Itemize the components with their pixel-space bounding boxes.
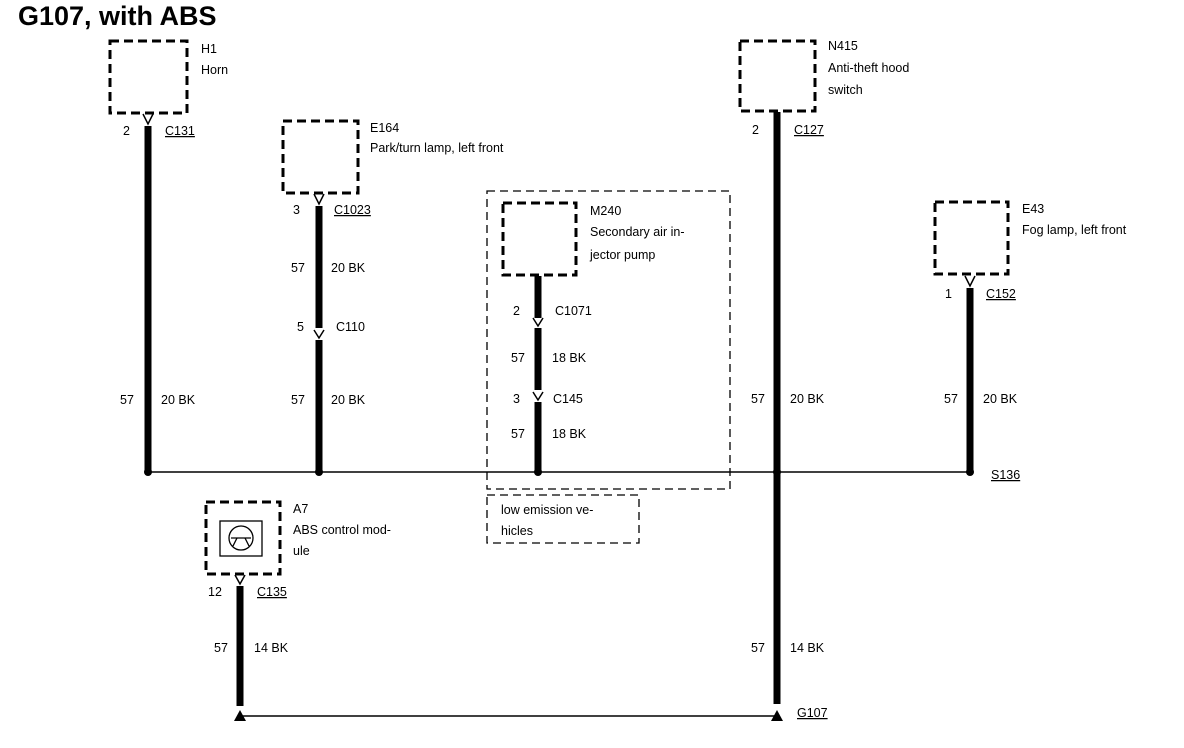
component-box-e164 <box>281 119 360 195</box>
wire-circuit-e164-lower: 57 <box>291 393 305 407</box>
ground-terminal-left-icon <box>234 710 246 721</box>
wire-spec-m240-upper: 18 BK <box>552 351 587 365</box>
connector-name-a7: C135 <box>257 585 287 599</box>
component-name-e164: Park/turn lamp, left front <box>370 141 504 155</box>
splice-label: S136 <box>991 468 1020 482</box>
wire-spec-n415: 20 BK <box>790 392 825 406</box>
component-name-m240-line2: jector pump <box>589 248 655 262</box>
connector-pin-n415: 2 <box>752 123 759 137</box>
connector-name-m240: C1071 <box>555 304 592 318</box>
wire-spec-e164-lower: 20 BK <box>331 393 366 407</box>
component-id-h1: H1 <box>201 42 217 56</box>
wire-spec-m240-lower: 18 BK <box>552 427 587 441</box>
connector-pin-m240: 2 <box>513 304 520 318</box>
connector-arrow-e43-icon <box>964 275 976 288</box>
wire-spec-a7: 14 BK <box>254 641 289 655</box>
wire-circuit-a7: 57 <box>214 641 228 655</box>
component-box-e43 <box>933 200 1010 276</box>
ground-terminal-right-icon <box>771 710 783 721</box>
connector-arrow-e164-icon <box>313 193 325 206</box>
component-id-a7: A7 <box>293 502 308 516</box>
wire-circuit-e43: 57 <box>944 392 958 406</box>
component-name-e43: Fog lamp, left front <box>1022 223 1127 237</box>
connector-pin-c145: 3 <box>513 392 520 406</box>
component-id-m240: M240 <box>590 204 621 218</box>
connector-name-c145: C145 <box>553 392 583 406</box>
component-name-a7-line2: ule <box>293 544 310 558</box>
connector-name-n415: C127 <box>794 123 824 137</box>
inline-connector-c110-icon <box>313 329 325 340</box>
component-name-n415-line2: switch <box>828 83 863 97</box>
wire-spec-e43: 20 BK <box>983 392 1018 406</box>
wire-circuit-m240-lower: 57 <box>511 427 525 441</box>
option-note-line2: hicles <box>501 524 533 538</box>
connector-arrow-m240-icon <box>532 317 544 328</box>
component-box-m240 <box>501 201 578 277</box>
connector-pin-e164: 3 <box>293 203 300 217</box>
component-name-n415-line1: Anti-theft hood <box>828 61 909 75</box>
component-name-h1: Horn <box>201 63 228 77</box>
connector-arrow-a7-icon <box>234 574 246 586</box>
option-note-line1: low emission ve- <box>501 503 593 517</box>
connector-name-h1: C131 <box>165 124 195 138</box>
wire-circuit-m240-upper: 57 <box>511 351 525 365</box>
wire-circuit-n415: 57 <box>751 392 765 406</box>
wire-circuit-ground-trunk: 57 <box>751 641 765 655</box>
component-box-h1 <box>108 39 189 115</box>
option-region-box <box>486 190 731 490</box>
option-note-box <box>486 494 640 544</box>
connector-name-e43: C152 <box>986 287 1016 301</box>
ground-label: G107 <box>797 706 828 720</box>
inline-connector-c145-icon <box>532 391 544 402</box>
component-name-m240-line1: Secondary air in- <box>590 225 685 239</box>
transistor-symbol-icon <box>219 520 263 557</box>
connector-pin-a7: 12 <box>208 585 222 599</box>
component-id-e43: E43 <box>1022 202 1044 216</box>
connector-pin-e43: 1 <box>945 287 952 301</box>
component-box-a7 <box>204 500 282 576</box>
component-name-a7-line1: ABS control mod- <box>293 523 391 537</box>
connector-pin-h1: 2 <box>123 124 130 138</box>
component-id-e164: E164 <box>370 121 399 135</box>
connector-arrow-h1-icon <box>142 113 154 126</box>
diagram-title: G107, with ABS <box>18 1 217 31</box>
connector-pin-c110: 5 <box>297 320 304 334</box>
wire-spec-ground-trunk: 14 BK <box>790 641 825 655</box>
component-box-n415 <box>738 39 817 113</box>
connector-name-c110: C110 <box>336 320 365 334</box>
connector-name-e164: C1023 <box>334 203 371 217</box>
wire-circuit-h1: 57 <box>120 393 134 407</box>
wire-spec-h1: 20 BK <box>161 393 196 407</box>
wire-circuit-e164-upper: 57 <box>291 261 305 275</box>
wire-spec-e164-upper: 20 BK <box>331 261 366 275</box>
component-id-n415: N415 <box>828 39 858 53</box>
